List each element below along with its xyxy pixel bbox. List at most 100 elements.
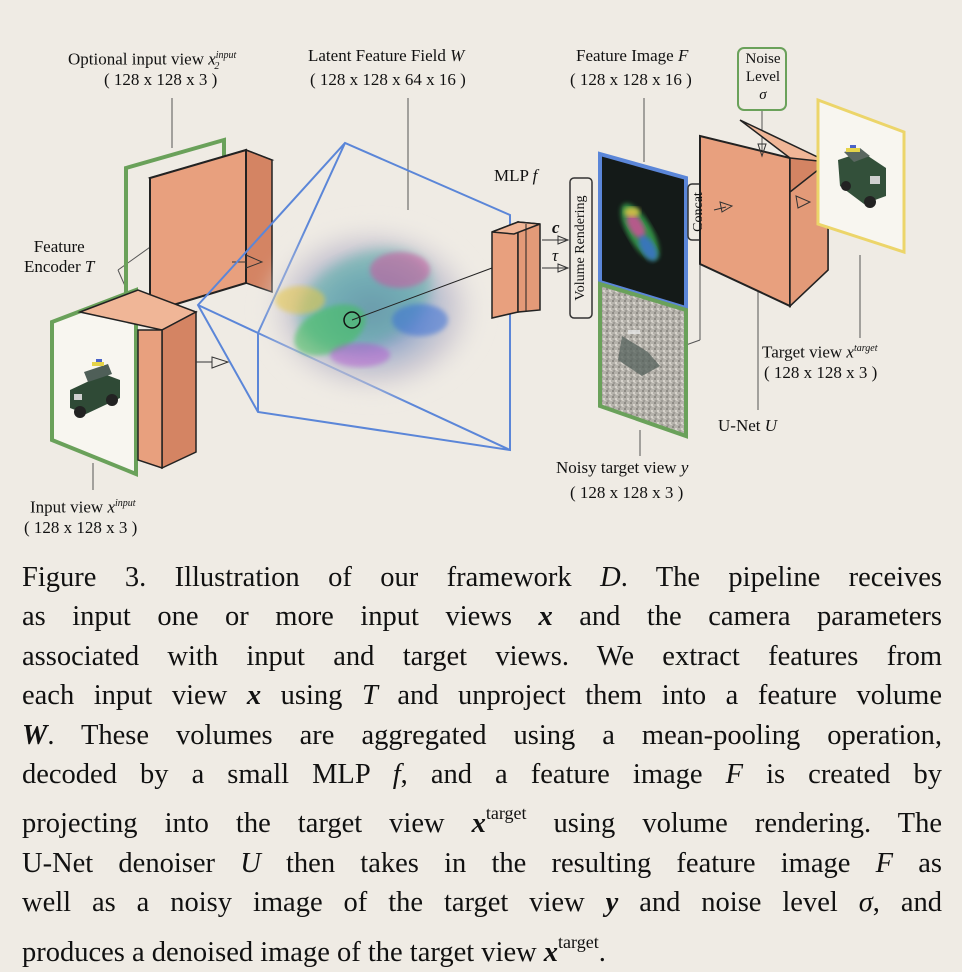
- framework-figure: Optional input view xinput2 ( 128 x 128 …: [24, 46, 906, 537]
- noise-level-var: σ: [759, 87, 767, 103]
- caption-text: is created by: [743, 759, 942, 791]
- mlp-label: MLP f: [494, 166, 537, 186]
- caption-text: then takes in the resulting feature imag…: [260, 847, 876, 879]
- feature-encoder-var: T: [84, 257, 95, 276]
- caption-text: Figure 3. Illustration of our framework: [22, 562, 601, 593]
- input-view-label: Input view xinput: [30, 494, 136, 518]
- feature-encoder-line2: Encoder: [24, 257, 81, 276]
- target-view-label: Target view xtarget: [762, 339, 877, 363]
- caption-text: using: [261, 680, 362, 712]
- caption-text: , and: [872, 887, 942, 919]
- input-view-sup: input: [114, 498, 136, 509]
- caption-text: well as a noisy image of the target view: [22, 887, 606, 919]
- noisy-target-label: Noisy target view y: [556, 458, 688, 478]
- mlp-text: MLP: [494, 166, 529, 185]
- mlp-var: f: [532, 166, 538, 185]
- noisy-target-dims: ( 128 x 128 x 3 ): [570, 483, 684, 502]
- caption-text: U-Net denoiser: [22, 847, 241, 879]
- target-view-var: x: [846, 342, 854, 362]
- math-W: W: [22, 719, 48, 751]
- optional-input-dims: ( 128 x 128 x 3 ): [104, 70, 218, 89]
- caption-text: projecting into the target view: [22, 808, 472, 840]
- optional-input-text: Optional input view: [68, 49, 204, 69]
- math-D: D: [600, 562, 621, 593]
- caption-text: produces a denoised image of the target …: [22, 936, 544, 968]
- math-y: y: [605, 887, 619, 919]
- optional-input-sup: input: [215, 50, 237, 61]
- unet-text: U-Net: [718, 416, 761, 435]
- caption-text: and noise level: [618, 887, 859, 919]
- unet-var: U: [764, 416, 778, 435]
- caption-text: each input view: [22, 680, 247, 712]
- optional-input-var: x: [208, 49, 216, 69]
- math-F: F: [875, 847, 894, 879]
- latent-field-text: Latent Feature Field: [308, 46, 446, 65]
- caption-line-3: associated with input and target views. …: [22, 640, 942, 672]
- optional-input-sub: 2: [214, 61, 220, 73]
- math-f: f: [392, 759, 401, 791]
- input-view-var: x: [107, 497, 115, 517]
- feature-encoder-line1: Feature: [33, 237, 85, 256]
- caption-text: using volume rendering. The: [526, 808, 942, 840]
- input-view-dims: ( 128 x 128 x 3 ): [24, 518, 138, 537]
- latent-feature-blob: [254, 215, 493, 405]
- math-x: x: [246, 680, 262, 712]
- feature-encoder-label: Feature Encoder T: [24, 237, 94, 277]
- target-view-frame: [816, 97, 906, 255]
- feature-image-text: Feature Image: [576, 46, 674, 65]
- caption-text: as: [893, 847, 942, 879]
- optional-input-label: Optional input view xinput2: [68, 46, 236, 77]
- math-sigma: σ: [858, 887, 873, 919]
- latent-field-dims: ( 128 x 128 x 64 x 16 ): [310, 70, 466, 89]
- caption-text: and unproject them into a feature volume: [377, 680, 942, 712]
- noise-level-line2: Level: [745, 69, 781, 85]
- mlp-block: [491, 220, 570, 319]
- noisy-target-text: Noisy target view: [556, 458, 677, 477]
- latent-field-label: Latent Feature Field W: [308, 46, 464, 66]
- figure-caption: Figure 3. Illustration of our framework …: [22, 558, 942, 972]
- caption-text: , and a feature image: [400, 759, 726, 791]
- caption-text: as input one or more input views: [22, 601, 539, 633]
- encoder-block-front: [77, 289, 230, 470]
- caption-text: .: [598, 936, 606, 968]
- noise-level-box: [737, 47, 787, 111]
- noise-level-label: Noise Level σ: [740, 50, 786, 104]
- caption-text: and the camera parameters: [552, 601, 942, 633]
- target-view-sup: target: [853, 343, 878, 354]
- concat-label: Concat: [691, 192, 706, 232]
- caption-text: . The pipeline receives: [620, 562, 942, 593]
- target-view-dims: ( 128 x 128 x 3 ): [764, 363, 878, 382]
- caption-line-4: each input view x using T and unproject …: [22, 676, 942, 715]
- input-jeep-image: [70, 359, 120, 418]
- caption-line-5: W. These volumes are aggregated using a …: [22, 716, 942, 755]
- feature-image-dims: ( 128 x 128 x 16 ): [570, 70, 692, 89]
- math-T: T: [361, 680, 378, 712]
- noise-level-line1: Noise: [745, 51, 781, 67]
- volume-rendering-box: [569, 177, 593, 319]
- volume-rendering-label: Volume Rendering: [573, 195, 588, 301]
- encoder-block-back: [147, 148, 275, 314]
- caption-text: decoded by a small MLP: [22, 759, 393, 791]
- math-U: U: [240, 847, 261, 879]
- caption-text: . These volumes are aggregated using a m…: [47, 719, 942, 751]
- caption-line-9: well as a noisy image of the target view…: [22, 883, 942, 922]
- mlp-output-tau: τ: [552, 246, 559, 265]
- input-view-text: Input view: [30, 497, 104, 517]
- unet-block: [699, 119, 830, 308]
- math-x: x: [538, 601, 553, 633]
- caption-line-6: decoded by a small MLP f, and a feature …: [22, 755, 942, 794]
- unet-label: U-Net U: [718, 416, 777, 436]
- math-x: x: [543, 936, 559, 968]
- math-x: x: [471, 808, 486, 840]
- target-view-text: Target view: [762, 342, 843, 362]
- math-sup-target: target: [485, 803, 527, 824]
- noisy-target-image: [598, 281, 688, 439]
- caption-line-7: projecting into the target view xtarget …: [22, 794, 942, 843]
- latent-field-var: W: [450, 46, 465, 65]
- feature-image-var: F: [677, 46, 689, 65]
- pipeline-diagram: [50, 47, 906, 490]
- noisy-target-var: y: [680, 458, 689, 477]
- caption-line-10: produces a denoised image of the target …: [22, 923, 942, 972]
- caption-line-8: U-Net denoiser U then takes in the resul…: [22, 844, 942, 883]
- target-jeep-image: [838, 145, 886, 208]
